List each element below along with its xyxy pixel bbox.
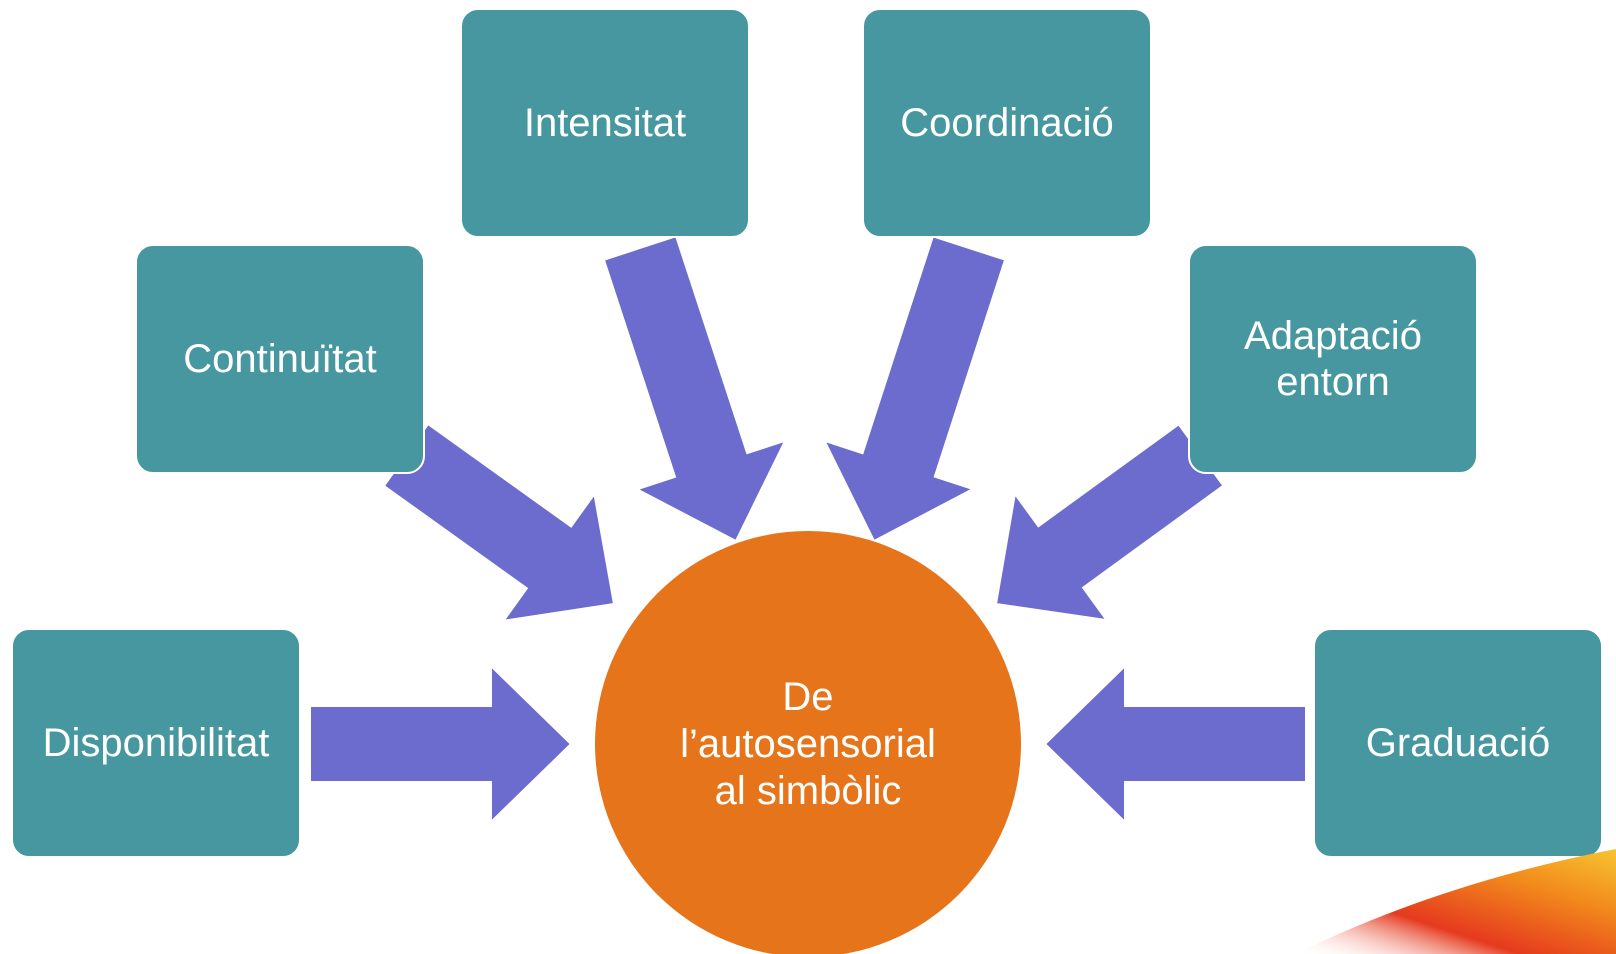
arrow-graduacio (1043, 663, 1307, 825)
factor-label-intensitat: Intensitat (523, 101, 687, 145)
factor-box-adaptacio-entorn: Adaptació entorn (1188, 244, 1478, 474)
factor-label-disponibilitat: Disponibilitat (42, 721, 270, 765)
factor-label-graduacio: Graduació (1365, 721, 1551, 765)
factor-label-adaptacio-entorn: Adaptació entorn (1244, 314, 1422, 404)
factor-label-continuitat: Continuïtat (183, 337, 377, 381)
factor-box-intensitat: Intensitat (460, 8, 750, 238)
corner-swoosh-decoration (1296, 849, 1616, 954)
arrow-coordinacio (822, 235, 1007, 543)
factor-box-coordinacio: Coordinació (862, 8, 1152, 238)
arrow-intensitat (602, 234, 788, 543)
factor-box-continuitat: Continuïtat (135, 244, 425, 474)
arrow-continuitat (382, 422, 616, 623)
center-circle: De l’autosensorial al simbòlic (595, 531, 1021, 954)
center-label: De l’autosensorial al simbòlic (680, 674, 936, 813)
factor-label-coordinacio: Coordinació (900, 101, 1114, 145)
factor-box-disponibilitat: Disponibilitat (11, 628, 301, 858)
arrow-adaptacio (994, 422, 1225, 622)
arrow-disponibilitat (309, 663, 573, 825)
factor-box-graduacio: Graduació (1313, 628, 1603, 858)
